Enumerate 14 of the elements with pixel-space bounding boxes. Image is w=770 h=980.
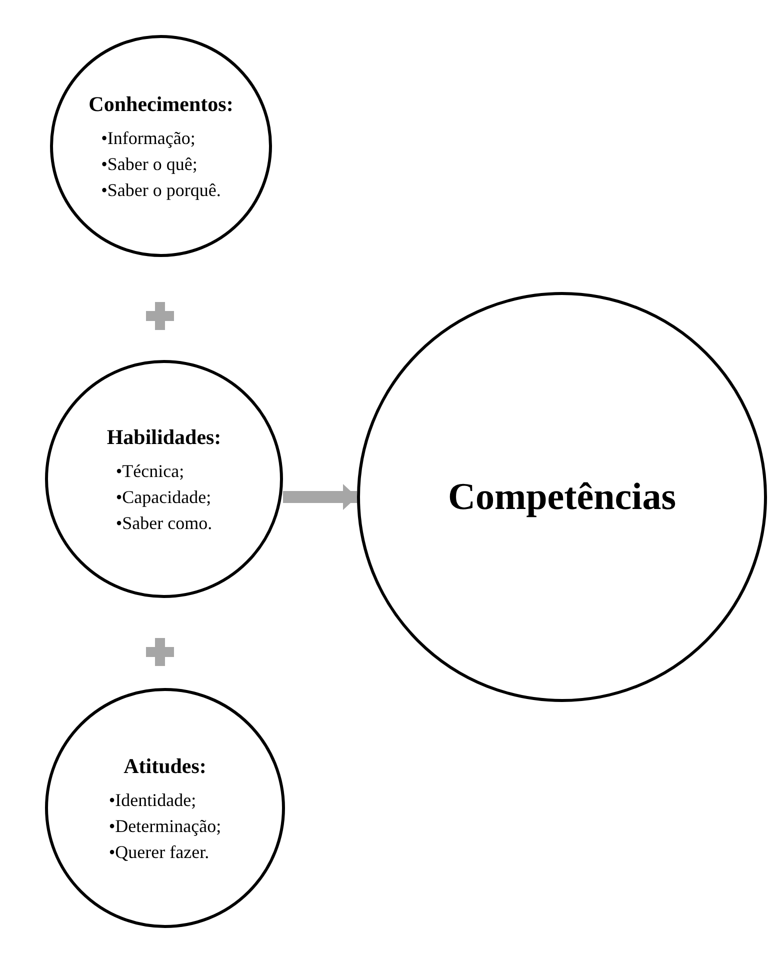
node-title: Competências <box>448 474 676 520</box>
bullet-item: •Informação; <box>101 126 196 150</box>
bullet-item: •Saber como. <box>116 512 212 535</box>
arrow <box>283 484 357 510</box>
node-heading: Atitudes: <box>124 753 206 780</box>
bullet-item: •Saber o quê; <box>101 152 198 176</box>
bullet-item: •Identidade; <box>108 788 196 812</box>
node-heading: Conhecimentos: <box>88 91 234 118</box>
bullet-item: •Técnica; <box>116 460 184 483</box>
node-heading: Habilidades: <box>106 424 222 452</box>
bullet-item: •Saber o porquê. <box>101 178 221 202</box>
bullet-item: •Querer fazer. <box>108 840 210 864</box>
bullet-item: •Determinação; <box>108 814 222 838</box>
bullet-item: •Capacidade; <box>116 486 212 509</box>
